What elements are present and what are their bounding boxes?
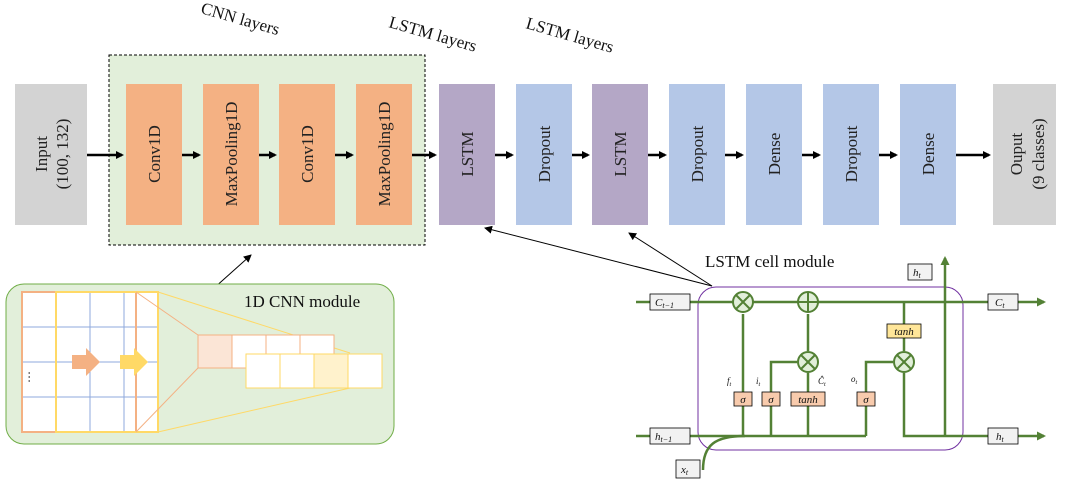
dense-block-1: Dense [746, 84, 802, 225]
h-prev-label-box: ht−1 [649, 427, 691, 445]
svg-text:Ĉt: Ĉt [818, 376, 826, 388]
c-out-label-box: Ct [987, 293, 1019, 311]
lstm-block-2: LSTM [592, 84, 648, 225]
dense-label-1: Dense [765, 133, 784, 175]
maxpooling1d-block-1: MaxPooling1D [203, 84, 259, 225]
svg-text:ft: ft [727, 376, 732, 388]
slide-arrow-yellow [120, 348, 148, 376]
forget-multiply-op [732, 291, 754, 313]
lstm-layers-header-2: LSTM layers [524, 14, 616, 57]
dense-label-2: Dense [919, 133, 938, 175]
gate-label-c-tilde: Ĉt [818, 376, 826, 388]
input-gate-line [769, 360, 797, 436]
output-classes-label: (9 classes) [1029, 118, 1048, 189]
dropout-block-1: Dropout [516, 84, 572, 225]
maxpooling1d-label-1: MaxPooling1D [222, 102, 241, 207]
output-gate-line [864, 360, 893, 436]
dense-block-2: Dense [900, 84, 956, 225]
h-out-right-label-box: ht [987, 427, 1019, 445]
feature-map-yellow [245, 353, 383, 389]
gate-label-f: ft [727, 376, 732, 388]
input-block: Input (100, 132) [15, 84, 87, 225]
dropout-label-2: Dropout [688, 125, 707, 182]
tanh-box-candidate: tanh [790, 391, 826, 407]
tanh-box-output: tanh [886, 323, 922, 339]
lstm-cell-pointer-2 [628, 232, 713, 287]
svg-text:ht−1: ht−1 [655, 431, 672, 444]
output-label: Ouput [1007, 132, 1026, 175]
lstm-cell-title: LSTM cell module [705, 252, 834, 271]
dropout-label-1: Dropout [535, 125, 554, 182]
sigma-box-output: σ [856, 391, 876, 407]
sigma-input-label: σ [768, 394, 774, 406]
svg-text:ot: ot [851, 374, 858, 386]
maxpooling1d-block-2: MaxPooling1D [356, 84, 412, 225]
cnn-module-title: 1D CNN module [244, 292, 360, 311]
lstm-cell-module: LSTM cell module [636, 252, 1046, 479]
maxpooling1d-label-2: MaxPooling1D [375, 102, 394, 207]
dropout-label-3: Dropout [842, 125, 861, 182]
conv1d-label-2: Conv1D [298, 125, 317, 183]
lstm-label-2: LSTM [611, 131, 630, 176]
slide-arrow-orange [72, 348, 100, 376]
h-out-top-label-box: ht [907, 263, 933, 281]
output-multiply-op [893, 351, 915, 373]
sigma-forget-label: σ [740, 394, 746, 406]
dropout-block-3: Dropout [823, 84, 879, 225]
conv1d-block-2: Conv1D [279, 84, 335, 225]
lstm-cell-flows [636, 256, 1046, 471]
svg-text:xt: xt [680, 464, 689, 477]
conv1d-label-1: Conv1D [145, 125, 164, 183]
output-block: Ouput (9 classes) [993, 84, 1056, 225]
sigma-box-forget: σ [733, 391, 753, 407]
c-prev-label-box: Ct−1 [649, 293, 691, 311]
svg-text:ht: ht [913, 267, 922, 280]
svg-text:Ct: Ct [995, 297, 1005, 310]
svg-text:it: it [756, 376, 761, 388]
grid-ellipsis: ⋯ [22, 371, 36, 383]
lstm-block-1: LSTM [439, 84, 495, 225]
kernel-window-yellow [55, 291, 159, 433]
svg-text:Ct−1: Ct−1 [655, 297, 674, 310]
gate-label-i: it [756, 376, 761, 388]
lstm-label-1: LSTM [458, 131, 477, 176]
gate-label-o: ot [851, 374, 858, 386]
input-label: Input [32, 136, 51, 172]
tanh-candidate-label: tanh [798, 394, 818, 406]
conv1d-block-1: Conv1D [126, 84, 182, 225]
input-multiply-op [797, 351, 819, 373]
svg-text:ht: ht [996, 431, 1005, 444]
cnn-layers-header: CNN layers [199, 0, 282, 39]
input-shape-label: (100, 132) [53, 119, 72, 190]
dropout-block-2: Dropout [669, 84, 725, 225]
lstm-cell-pointer-1 [484, 225, 713, 287]
sigma-output-label: σ [863, 394, 869, 406]
x-input-curve [701, 434, 746, 471]
lstm-layers-header-1: LSTM layers [387, 13, 479, 56]
cnn-module: 1D CNN module ⋯ [5, 283, 395, 445]
add-op [797, 291, 819, 313]
sigma-box-input: σ [761, 391, 781, 407]
x-in-label-box: xt [675, 459, 701, 479]
tanh-output-label: tanh [894, 326, 914, 338]
